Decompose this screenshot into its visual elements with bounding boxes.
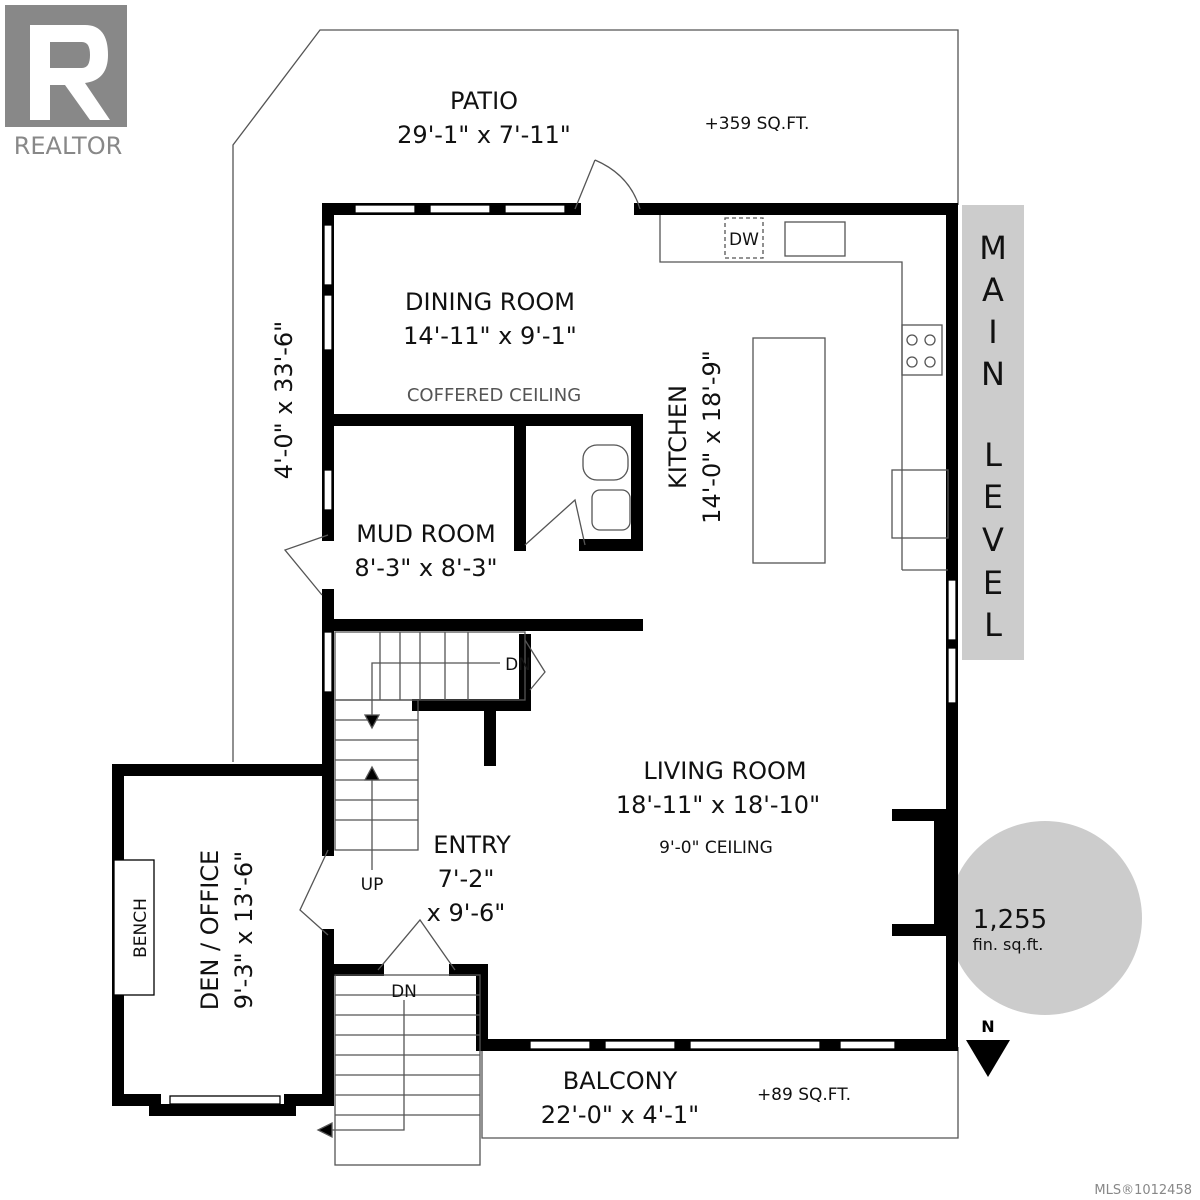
walls <box>112 203 958 1116</box>
svg-text:7'-2": 7'-2" <box>438 865 495 893</box>
side-patio-dims: 4'-0" x 33'-6" <box>270 321 298 479</box>
room-living: LIVING ROOM 18'-11" x 18'-10" 9'-0" CEIL… <box>616 757 820 858</box>
svg-text:DINING ROOM: DINING ROOM <box>405 288 575 316</box>
svg-text:29'-1" x 7'-11": 29'-1" x 7'-11" <box>397 121 571 149</box>
svg-text:ENTRY: ENTRY <box>433 831 511 859</box>
room-mud: MUD ROOM 8'-3" x 8'-3" <box>354 520 497 582</box>
room-patio: PATIO 29'-1" x 7'-11" +359 SQ.FT. <box>397 87 809 149</box>
svg-text:N: N <box>981 355 1005 393</box>
main-level-label: M A I N L E V E L <box>979 229 1007 644</box>
dishwasher-label: DW <box>729 230 759 250</box>
room-entry: ENTRY 7'-2" x 9'-6" <box>427 831 511 927</box>
svg-text:MUD ROOM: MUD ROOM <box>356 520 496 548</box>
svg-text:M: M <box>979 229 1007 267</box>
windows <box>113 204 957 1105</box>
svg-text:V: V <box>982 521 1004 559</box>
room-dining: DINING ROOM 14'-11" x 9'-1" COFFERED CEI… <box>403 288 581 406</box>
svg-text:9'-0" CEILING: 9'-0" CEILING <box>659 838 773 858</box>
area-badge <box>948 821 1142 1015</box>
kitchen-counters <box>582 215 949 571</box>
stairs-up-label: UP <box>361 875 384 895</box>
svg-text:18'-11" x 18'-10": 18'-11" x 18'-10" <box>616 791 820 819</box>
svg-text:14'-0" x 18'-9": 14'-0" x 18'-9" <box>698 350 726 524</box>
doors <box>283 159 641 971</box>
svg-text:x 9'-6": x 9'-6" <box>427 899 506 927</box>
patio-outline <box>232 29 959 762</box>
level-label-box <box>962 205 1024 660</box>
north-label: N <box>981 1017 994 1036</box>
stairs-down-lower-label: DN <box>391 982 417 1002</box>
svg-text:14'-11" x 9'-1": 14'-11" x 9'-1" <box>403 322 577 350</box>
svg-text:L: L <box>984 606 1002 644</box>
svg-text:REALTOR: REALTOR <box>14 132 123 160</box>
svg-text:A: A <box>982 271 1004 309</box>
svg-text:DEN / OFFICE: DEN / OFFICE <box>196 850 224 1010</box>
area-unit: fin. sq.ft. <box>973 935 1044 954</box>
svg-text:+359 SQ.FT.: +359 SQ.FT. <box>705 114 810 134</box>
svg-text:E: E <box>983 478 1003 516</box>
svg-text:COFFERED CEILING: COFFERED CEILING <box>407 385 581 406</box>
mls-number: MLS®1012458 <box>1094 1183 1192 1198</box>
svg-text:BENCH: BENCH <box>131 898 151 958</box>
svg-text:+89 SQ.FT.: +89 SQ.FT. <box>757 1085 851 1105</box>
svg-text:KITCHEN: KITCHEN <box>664 385 692 489</box>
realtor-logo: REALTOR <box>5 5 127 160</box>
svg-text:22'-0" x 4'-1": 22'-0" x 4'-1" <box>541 1101 699 1129</box>
room-kitchen: KITCHEN 14'-0" x 18'-9" <box>664 350 726 524</box>
svg-text:LIVING ROOM: LIVING ROOM <box>643 757 806 785</box>
room-den: DEN / OFFICE 9'-3" x 13'-6" BENCH <box>131 850 258 1010</box>
balcony-outline <box>481 1047 959 1139</box>
svg-text:9'-3" x 13'-6": 9'-3" x 13'-6" <box>230 851 258 1009</box>
stairs <box>316 631 526 1166</box>
svg-text:E: E <box>983 564 1003 602</box>
room-balcony: BALCONY 22'-0" x 4'-1" +89 SQ.FT. <box>541 1067 851 1129</box>
svg-text:BALCONY: BALCONY <box>563 1067 678 1095</box>
svg-text:8'-3" x 8'-3": 8'-3" x 8'-3" <box>354 554 497 582</box>
area-value: 1,255 <box>973 905 1047 935</box>
svg-text:L: L <box>984 436 1002 474</box>
stairs-down-label: DN <box>505 655 531 675</box>
north-arrow-icon <box>966 1040 1010 1077</box>
svg-text:I: I <box>988 313 997 351</box>
svg-text:PATIO: PATIO <box>450 87 518 115</box>
